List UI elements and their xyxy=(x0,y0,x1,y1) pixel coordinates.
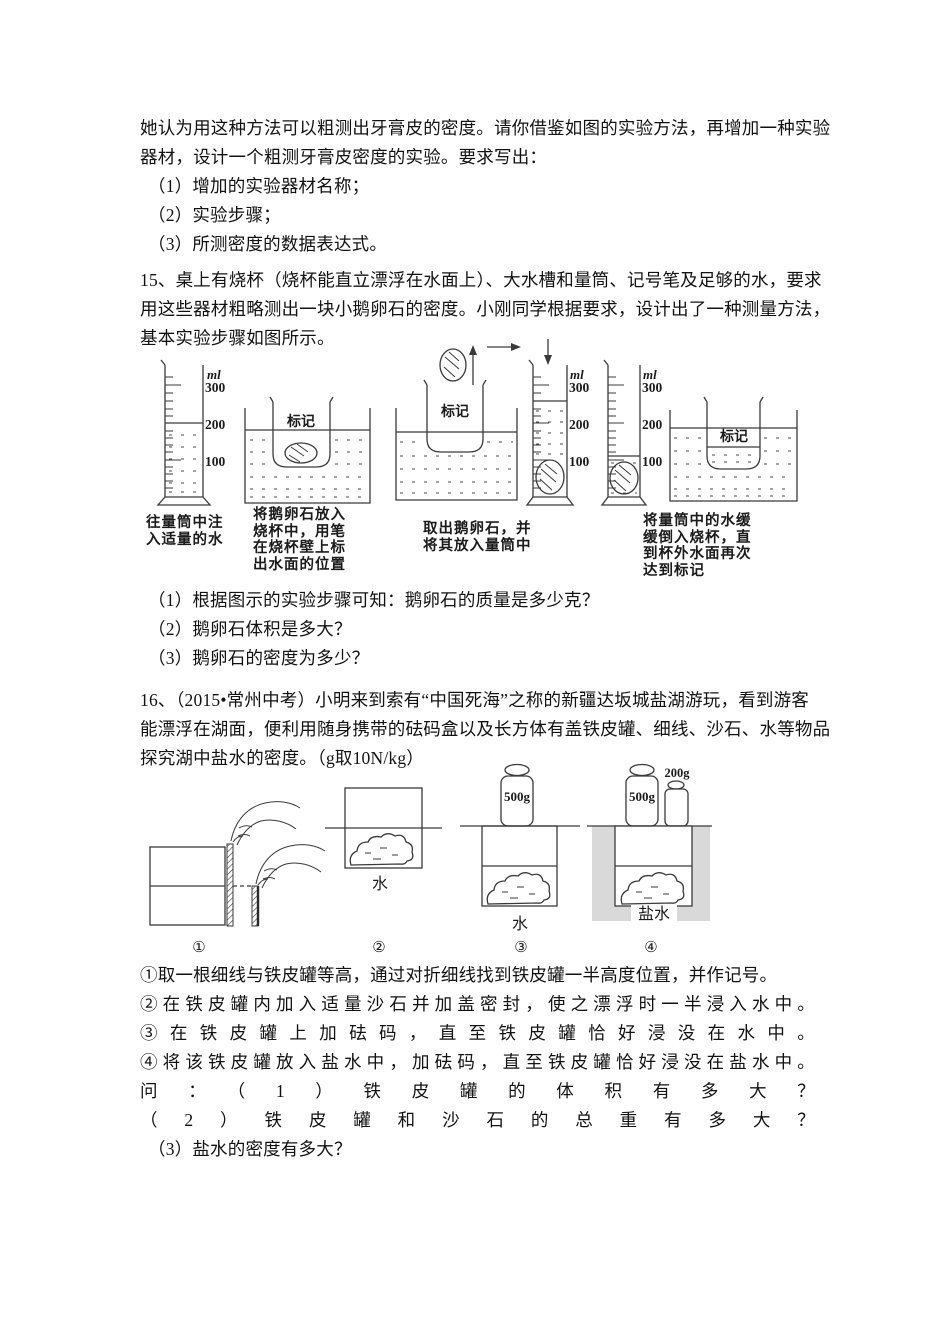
cylinder1-200-label: 200 xyxy=(205,417,226,432)
beaker-mark-label-1: 标记 xyxy=(286,413,315,430)
q16-stem-line-1: 16、（2015•常州中考）小明来到索有“中国死海”之称的新疆达坂城盐湖游玩，看… xyxy=(140,690,810,710)
hand-upper-icon xyxy=(230,801,301,846)
fig4-weight500-label: 500g xyxy=(629,789,656,804)
fig2-number-label: ② xyxy=(372,940,385,956)
q15-stem-line-3: 基本实验步骤如图所示。 xyxy=(140,328,335,348)
q15-step4-caption: 将量筒中的水缓 缓倒入烧杯，直 到杯外水面再次 达到标记 xyxy=(643,513,752,579)
intro-line-2: 器材，设计一个粗测牙膏皮密度的实验。要求写出： xyxy=(140,147,548,167)
beaker-mark-label-2: 标记 xyxy=(440,403,469,420)
q15-step2-caption: 将鹅卵石放入 烧杯中，用笔 在烧杯壁上标 出水面的位置 xyxy=(253,507,346,573)
fig3-can-submerged-in-water: 500g 水 ③ xyxy=(460,763,580,956)
q15-step3-caption: 取出鹅卵石，并 将其放入量筒中 xyxy=(423,521,532,554)
intro-item-1: （1）增加的实验器材名称； xyxy=(148,176,370,196)
q16-step-4: ④将该铁皮罐放入盐水中，加砝码，直至铁皮罐恰好浸没在盐水中。 xyxy=(140,1052,815,1072)
fig1-can-with-thread: ① xyxy=(149,801,326,956)
q15-subquestion-1: （1）根据图示的实验步骤可知：鹅卵石的质量是多少克？ xyxy=(148,590,600,610)
measuring-cylinder-initial: ml 300 200 100 xyxy=(156,359,226,506)
intro-item-2: （2）实验步骤； xyxy=(148,205,281,225)
fig4-weight200-label: 200g xyxy=(665,766,691,780)
q16-step-1: ①取一根细线与铁皮罐等高，通过对折细线找到铁皮罐一半高度位置，并作记号。 xyxy=(140,965,778,985)
cylinder2-200-label: 200 xyxy=(569,417,590,432)
brine-label-backing xyxy=(631,905,677,922)
q16-ask-3: （3）盐水的密度有多大？ xyxy=(148,1139,352,1159)
fig4-number-label: ④ xyxy=(644,940,657,956)
pebble-transfer-arrows xyxy=(439,339,552,385)
fig2-water-label: 水 xyxy=(372,875,388,893)
q15-experiment-figure: ml 300 200 100 标记 标记 xyxy=(140,335,820,585)
measuring-cylinder-with-pebble: ml 300 200 100 xyxy=(525,359,590,506)
cylinder2-300-label: 300 xyxy=(569,380,590,395)
tank-with-empty-marked-beaker: 标记 xyxy=(395,379,518,501)
intro-line-1: 她认为用这种方法可以粗测出牙膏皮的密度。请你借鉴如图的实验方法，再增加一种实验 xyxy=(140,118,831,138)
weight-500g-icon: 500g xyxy=(500,763,534,827)
q16-figure-svg: ① 水 ② 500g 水 ③ xyxy=(149,763,712,956)
fig4-brine-label: 盐水 xyxy=(638,905,670,923)
fig4-can-submerged-in-brine: 500g 200g 盐水 ④ xyxy=(587,763,712,956)
tank-with-beaker-and-pebble: 标记 xyxy=(244,396,371,504)
cylinder1-unit-label: ml xyxy=(207,367,221,382)
fig3-number-label: ③ xyxy=(514,940,527,956)
q16-step-3: ③在铁皮罐上加砝码，直至铁皮罐恰好浸没在水中。 xyxy=(140,1023,815,1043)
q16-experiment-figure: ① 水 ② 500g 水 ③ xyxy=(140,758,740,958)
q15-subquestion-2: （2）鹅卵石体积是多大？ xyxy=(148,619,352,639)
q15-stem-line-2: 用这些器材粗略测出一块小鹅卵石的密度。小刚同学根据要求，设计出了一种测量方法， xyxy=(140,299,831,319)
q16-stem-line-3: 探究湖中盐水的密度。（g取10N/kg） xyxy=(140,748,424,768)
fig1-number-label: ① xyxy=(192,940,205,956)
cylinder3-unit-label: ml xyxy=(643,367,657,382)
weight-500g-icon-2: 500g xyxy=(625,763,659,827)
measuring-cylinder-after-pouring: ml 300 200 100 xyxy=(600,359,663,506)
cylinder2-100-label: 100 xyxy=(569,454,590,469)
q15-step1-caption: 往量筒中注 入适量的水 xyxy=(146,515,224,548)
cylinder1-300-label: 300 xyxy=(205,380,226,395)
fig3-water-label: 水 xyxy=(512,915,528,933)
q15-subquestion-3: （3）鹅卵石的密度为多少？ xyxy=(148,648,370,668)
tank-with-refilled-beaker: 标记 xyxy=(669,396,798,502)
q15-stem-line-1: 15、桌上有烧杯（烧杯能直立漂浮在水面上）、大水槽和量筒、记号笔及足够的水，要求 xyxy=(140,270,822,290)
q15-figure-svg: ml 300 200 100 标记 标记 xyxy=(156,339,798,506)
cylinder3-100-label: 100 xyxy=(642,454,663,469)
q16-ask-2: （2）铁皮罐和沙石的总重有多大？ xyxy=(140,1110,815,1130)
q16-stem-line-2: 能漂浮在湖面，便利用随身携带的砝码盒以及长方体有盖铁皮罐、细线、沙石、水等物品 xyxy=(140,719,831,739)
beaker-mark-label-3: 标记 xyxy=(719,428,748,445)
cylinder1-100-label: 100 xyxy=(205,454,226,469)
weight-200g-icon: 200g xyxy=(664,766,691,827)
cylinder2-unit-label: ml xyxy=(570,367,584,382)
cylinder3-300-label: 300 xyxy=(642,380,663,395)
fig3-weight-label: 500g xyxy=(504,789,531,804)
cylinder3-200-label: 200 xyxy=(642,417,663,432)
intro-item-3: （3）所测密度的数据表达式。 xyxy=(148,234,388,254)
fig2-can-floating-in-water: 水 ② xyxy=(325,787,442,956)
q16-ask-1: 问：（1）铁皮罐的体积有多大？ xyxy=(140,1081,815,1101)
q16-step-2: ②在铁皮罐内加入适量沙石并加盖密封，使之漂浮时一半浸入水中。 xyxy=(140,994,815,1014)
hand-lower-icon xyxy=(255,844,326,889)
